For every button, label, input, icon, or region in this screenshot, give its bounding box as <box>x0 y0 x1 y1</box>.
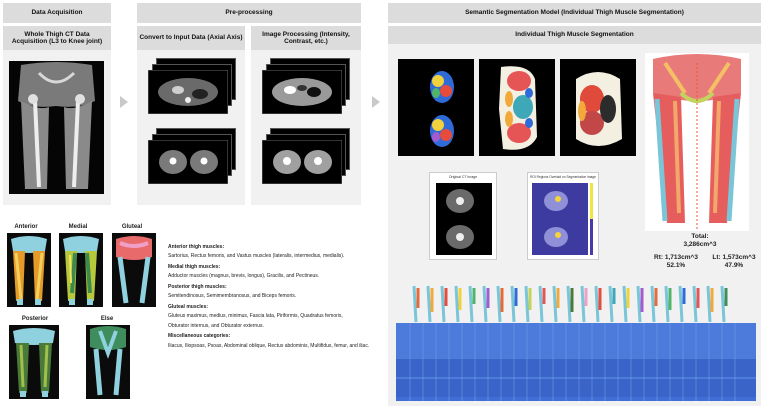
image-processing-header: Image Processing (Intensity, Contrast, e… <box>251 26 361 50</box>
total-volume-label: Total: <box>691 233 709 240</box>
group-text-anterior: Sartorius, Rectus femoris, and Vastus mu… <box>168 253 345 260</box>
processed-stack-upper <box>262 58 354 120</box>
gluteal-muscle-model <box>112 233 156 307</box>
whole-thigh-ct-image <box>9 61 104 194</box>
segmentation-slice-2 <box>479 59 555 156</box>
roi-overlay-plot: ROI Regions Overlaid on Segmentation Ima… <box>527 172 599 260</box>
group-text-misc: Iliacus, Iliopsoas, Psoas, Abdominal obl… <box>168 342 370 349</box>
model-header: Semantic Segmentation Model (Individual … <box>388 3 761 23</box>
individual-segmentation-header: Individual Thigh Muscle Segmentation <box>388 26 761 44</box>
group-title-medial: Medial thigh muscles: <box>168 264 221 270</box>
axial-stack-lower <box>148 128 240 190</box>
total-volume-value: 3,286cm^3 <box>683 241 717 248</box>
original-ct-title: Original CT Image <box>448 175 478 179</box>
convert-header: Convert to Input Data (Axial Axis) <box>137 26 245 50</box>
anterior-muscle-model <box>7 233 51 307</box>
axial-stack-upper <box>148 58 240 120</box>
group-title-misc: Miscellaneous categories: <box>168 333 231 340</box>
table-row-left <box>396 379 756 397</box>
view-label-anterior: Anterior <box>14 224 38 230</box>
table-row-right <box>396 359 756 377</box>
segmentation-slice-1 <box>398 59 474 156</box>
group-text-gluteal: Gluteus maximus, medius, minimus, Fascia… <box>168 313 343 320</box>
flow-arrow-2 <box>372 96 380 108</box>
right-volume-label: Rt: 1,713cm^3 <box>654 254 698 261</box>
group-title-anterior: Anterior thigh muscles: <box>168 244 225 250</box>
group-title-gluteal: Gluteal muscles: <box>168 304 209 310</box>
group-text-posterior: Semitendinosus, Semimembranosus, and Bic… <box>168 293 297 300</box>
else-muscle-model <box>86 325 130 399</box>
view-label-else: Else <box>100 316 114 322</box>
group-title-posterior: Posterior thigh muscles: <box>168 284 227 290</box>
posterior-muscle-model <box>9 325 59 399</box>
table-grid <box>396 323 756 401</box>
volume-table <box>396 323 756 401</box>
muscle-thumbnail-strip <box>412 285 728 323</box>
view-label-posterior: Posterior <box>21 316 49 322</box>
right-volume-pct: 52.1% <box>666 262 686 269</box>
processed-stack-lower <box>262 128 354 190</box>
whole-thigh-header: Whole Thigh CT Data Acquisition (L3 to K… <box>3 26 111 50</box>
left-volume-label: Lt: 1,573cm^3 <box>712 254 756 261</box>
flow-arrow-1 <box>120 96 128 108</box>
roi-overlay-title: ROI Regions Overlaid on Segmentation Ima… <box>530 175 596 179</box>
segmentation-slice-3 <box>560 59 636 156</box>
data-acquisition-header: Data Acquisition <box>3 3 111 23</box>
thigh-3d-model <box>645 53 749 231</box>
group-text-medial: Adductor muscles (magnus, brevis, longus… <box>168 273 320 280</box>
left-volume-pct: 47.9% <box>724 262 744 269</box>
muscle-group-list: Anterior thigh muscles: Sartorius, Rectu… <box>168 244 373 350</box>
preprocessing-header: Pre-processing <box>137 3 361 23</box>
medial-muscle-model <box>59 233 103 307</box>
original-ct-plot: Original CT Image <box>429 172 497 260</box>
view-label-medial: Medial <box>68 224 88 230</box>
view-label-gluteal: Gluteal <box>121 224 143 230</box>
group-text-gluteal-cont: Obturator internus, and Obturator extern… <box>168 322 264 329</box>
